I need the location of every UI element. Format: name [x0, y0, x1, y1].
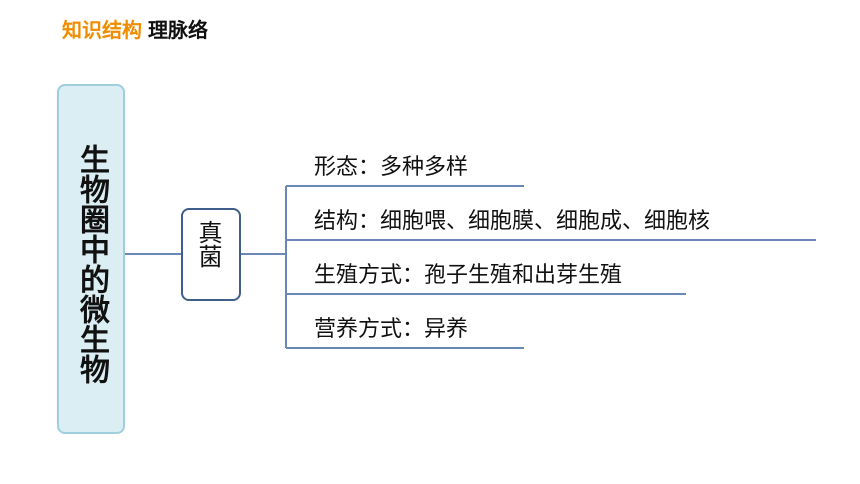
branch-structure: 结构：细胞喂、细胞膜、细胞成、细胞核	[314, 209, 711, 234]
main-topic-label: 生物圈中的微生物	[74, 144, 109, 384]
branch-reproduction: 生殖方式：孢子生殖和出芽生殖	[314, 263, 623, 288]
branch-nutrition: 营养方式：异养	[314, 317, 469, 342]
main-topic-box: 生物圈中的微生物	[57, 84, 125, 434]
sub-topic-label: 真菌	[194, 220, 222, 268]
section-header: 知识结构理脉络	[62, 14, 208, 43]
header-accent: 知识结构	[62, 18, 142, 42]
sub-topic-box: 真菌	[181, 208, 241, 301]
branch-morphology: 形态：多种多样	[314, 155, 469, 180]
header-title: 理脉络	[148, 18, 208, 42]
